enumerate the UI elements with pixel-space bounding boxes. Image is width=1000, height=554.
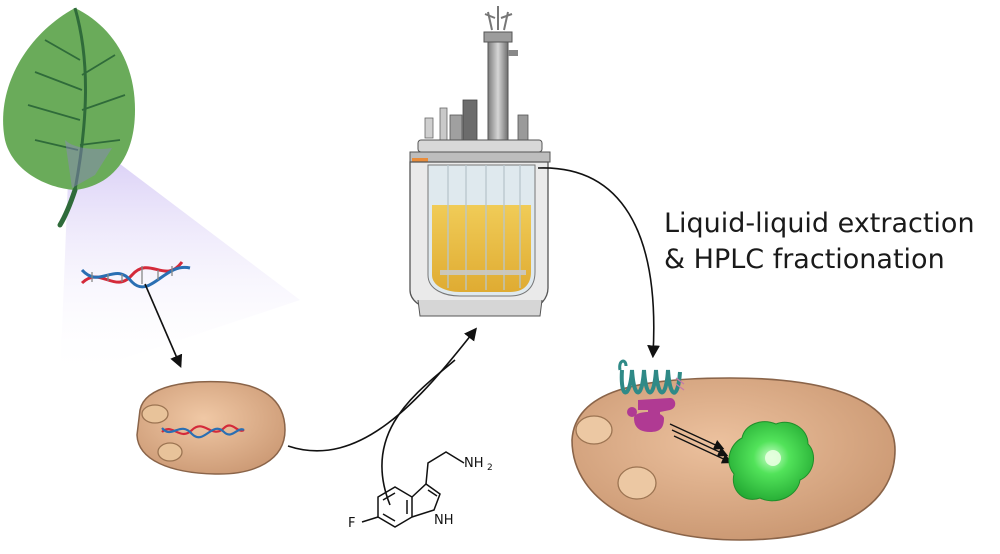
indole-nh-label: NH bbox=[434, 513, 454, 528]
fluorescent-protein-icon bbox=[728, 421, 815, 502]
amine-label: NH bbox=[464, 456, 484, 471]
engineered-cell bbox=[136, 380, 286, 475]
leaf-icon bbox=[3, 7, 135, 228]
chemical-structure bbox=[361, 451, 465, 528]
dna-helix-icon bbox=[80, 261, 191, 289]
extraction-line-2: & HPLC fractionation bbox=[664, 244, 945, 275]
arrow-bioreactor-to-cell bbox=[537, 167, 660, 359]
light-beam bbox=[60, 130, 300, 380]
arrow-molecule-to-bioreactor bbox=[381, 359, 456, 506]
extraction-line-1: Liquid-liquid extraction bbox=[664, 208, 975, 239]
arrow-cell-to-bioreactor bbox=[287, 327, 477, 452]
bioreactor-icon bbox=[409, 6, 551, 317]
arrow-dna-to-cell bbox=[144, 283, 183, 368]
reporter-cell bbox=[571, 359, 896, 541]
fluoro-label: F bbox=[348, 516, 355, 531]
receptor-icon bbox=[618, 359, 685, 395]
g-protein-icon bbox=[627, 398, 676, 432]
extraction-label: Liquid-liquid extraction & HPLC fraction… bbox=[664, 206, 975, 278]
amine-subscript: 2 bbox=[487, 463, 493, 473]
